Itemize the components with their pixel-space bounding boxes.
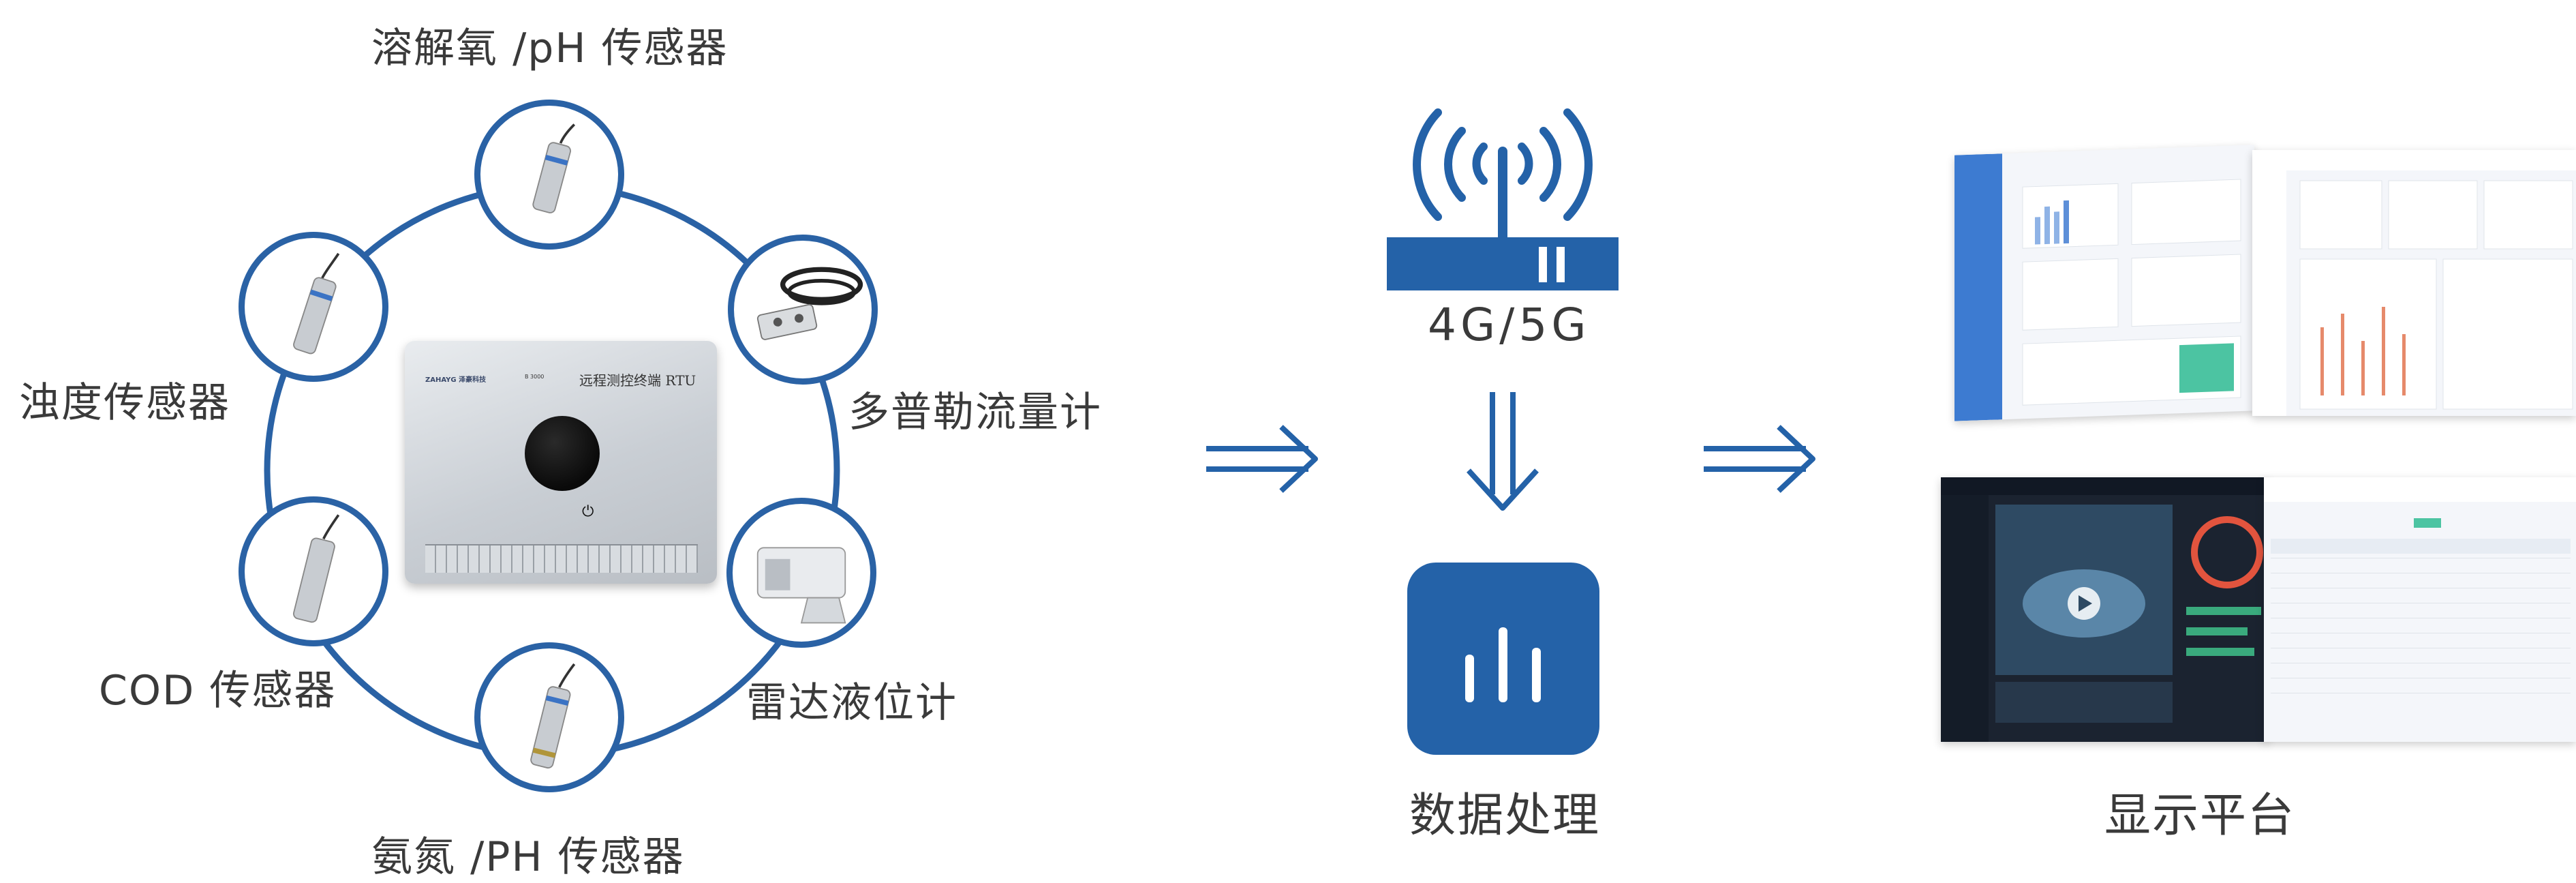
sensor-bottom-right-image: [726, 498, 876, 648]
wifi-signal-icon: [1387, 108, 1619, 290]
double-arrow-right-icon: [1704, 425, 1815, 493]
probe-icon: [530, 663, 576, 769]
rtu-terminal-strip: [425, 544, 698, 573]
rtu-model: B 3000: [525, 374, 545, 380]
label-platform: 显示平台: [2104, 789, 2296, 843]
flowmeter-icon: [756, 267, 863, 340]
sensor-left-image: [239, 232, 388, 382]
label-network: 4G/5G: [1428, 299, 1591, 351]
label-sensor-bottom-left: COD 传感器: [99, 667, 337, 715]
dashboard-screen-light-left: [1954, 145, 2254, 421]
sensor-right-image: [728, 235, 878, 385]
dashboard-screen-dark: [1941, 477, 2268, 742]
double-arrow-right-icon: [1206, 425, 1318, 493]
label-sensor-left: 浊度传感器: [19, 379, 230, 427]
label-sensor-bottom: 氨氮 /PH 传感器: [371, 833, 685, 881]
dashboard-screen-light-right: [2252, 150, 2576, 416]
label-sensor-right: 多普勒流量计: [848, 389, 1102, 436]
probe-icon: [293, 252, 340, 355]
rtu-brand: ZAHAYG 泽豪科技: [425, 376, 487, 384]
label-sensor-top: 溶解氧 /pH 传感器: [371, 25, 729, 72]
probe-icon: [292, 514, 340, 623]
label-sensor-bottom-right: 雷达液位计: [746, 679, 957, 727]
probe-icon: [532, 123, 576, 213]
sensor-top-image: [474, 100, 624, 250]
rtu-device: ZAHAYG 泽豪科技 B 3000 远程测控终端 RTU ⏻: [405, 341, 717, 584]
bar-chart-icon: [1465, 627, 1541, 702]
rtu-knob: [525, 416, 600, 491]
power-icon: ⏻: [582, 503, 594, 520]
sensor-bottom-image: [474, 642, 624, 792]
label-processing: 数据处理: [1409, 789, 1601, 843]
rtu-title: 远程测控终端 RTU: [579, 372, 696, 389]
dashboard-screen-table: [2264, 477, 2576, 742]
data-processing-tile: [1407, 563, 1599, 755]
double-arrow-down-icon: [1467, 392, 1539, 511]
sensor-bottom-left-image: [239, 496, 388, 646]
radar-level-icon: [756, 547, 846, 624]
